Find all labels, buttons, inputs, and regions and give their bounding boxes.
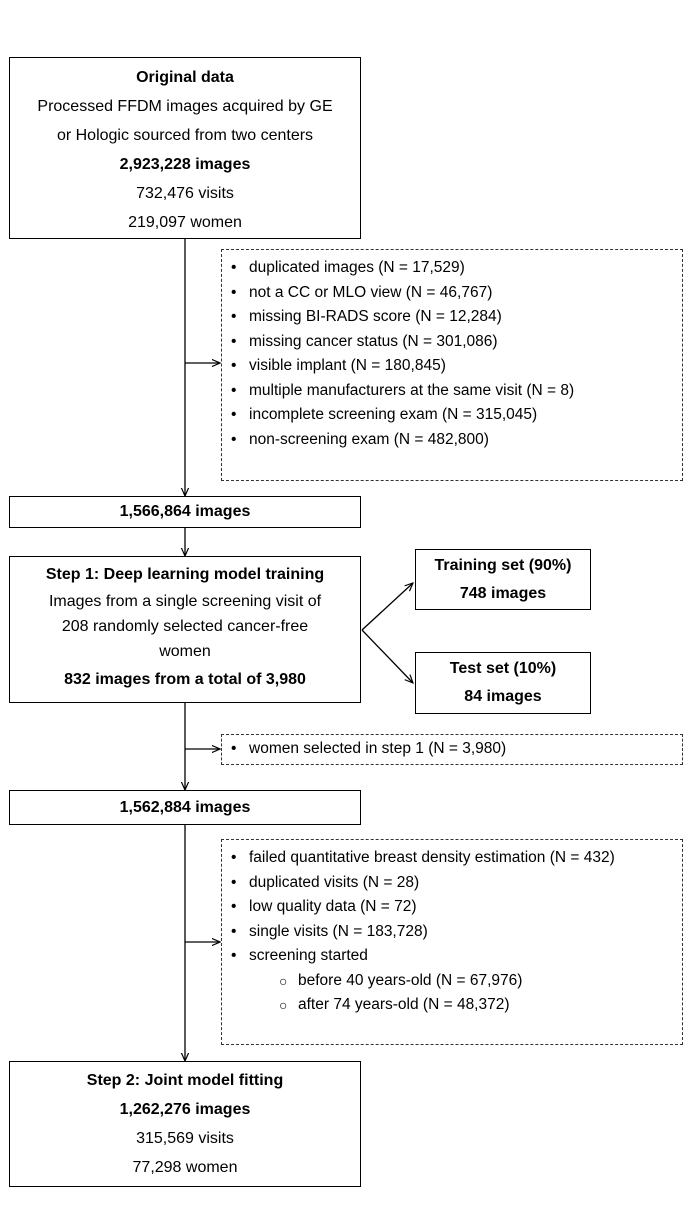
count-after-exclusions-box: 1,566,864 images xyxy=(9,496,361,528)
exclusion-text: incomplete screening exam (N = 315,045) xyxy=(249,406,538,423)
exclusion-subitem: ○ after 74 years-old (N = 48,372) xyxy=(222,993,682,1018)
step1-desc-line3: women xyxy=(159,643,211,660)
step1-desc-line2: 208 randomly selected cancer-free xyxy=(61,618,309,635)
step2-box: Step 2: Joint model fitting 1,262,276 im… xyxy=(9,1061,361,1187)
step2-title: Step 2: Joint model fitting xyxy=(86,1072,284,1089)
exclusion-item: • failed quantitative breast density esti… xyxy=(222,846,682,871)
exclusion-text: single visits (N = 183,728) xyxy=(249,922,428,940)
exclusions-box-1: • duplicated images (N = 17,529) • not a CC… xyxy=(221,249,683,481)
exclusion-text: visible implant (N = 180,845) xyxy=(249,357,446,374)
exclusion-text: low quality data (N = 72) xyxy=(249,898,417,915)
bullet-icon: • xyxy=(231,873,237,891)
exclusion-text: before 40 years-old (N = 67,976) xyxy=(298,971,523,989)
bullet-icon: • xyxy=(231,283,237,301)
exclusion-text: women selected in step 1 (N = 3,980) xyxy=(249,740,507,757)
exclusion-item: • visible implant (N = 180,845) xyxy=(222,354,682,379)
exclusion-item: • screening started xyxy=(222,944,682,969)
bullet-icon: • xyxy=(231,947,237,964)
exclusion-text: missing cancer status (N = 301,086) xyxy=(249,332,498,350)
original-data-title: Original data xyxy=(136,69,234,86)
exclusion-text: missing BI-RADS score (N = 12,284) xyxy=(249,308,502,325)
original-data-desc-line2: or Hologic sourced from two centers xyxy=(56,127,314,144)
original-women-count: 219,097 women xyxy=(128,214,242,231)
exclusion-item: • multiple manufacturers at the same visi… xyxy=(222,379,682,404)
exclusion-text: not a CC or MLO view (N = 46,767) xyxy=(249,283,493,301)
exclusion-item: • missing cancer status (N = 301,086) xyxy=(222,330,682,355)
exclusion-text: duplicated visits (N = 28) xyxy=(249,873,420,891)
count-after-step1-box: 1,562,884 images xyxy=(9,790,361,825)
training-set-title: Training set (90%) xyxy=(434,557,572,574)
count-after-exclusions: 1,566,864 images xyxy=(119,503,251,520)
training-set-images: 748 images xyxy=(459,585,547,602)
bullet-icon: • xyxy=(231,898,237,915)
step1-box: Step 1: Deep learning model training Ima… xyxy=(9,556,361,703)
step2-women: 77,298 women xyxy=(132,1159,238,1176)
bullet-icon: • xyxy=(231,332,237,350)
original-images-count: 2,923,228 images xyxy=(119,156,251,173)
exclusion-text: non-screening exam (N = 482,800) xyxy=(249,430,489,448)
arrow-to-test-set xyxy=(361,629,413,683)
exclusion-item: • not a CC or MLO view (N = 46,767) xyxy=(222,281,682,306)
bullet-icon: • xyxy=(231,259,237,276)
exclusion-text: after 74 years-old (N = 48,372) xyxy=(298,996,510,1013)
bullet-icon: • xyxy=(231,308,237,325)
exclusion-text: duplicated images (N = 17,529) xyxy=(249,259,465,276)
training-set-box: Training set (90%) 748 images xyxy=(415,549,591,610)
exclusions-box-3: • failed quantitative breast density esti… xyxy=(221,839,683,1045)
step2-visits: 315,569 visits xyxy=(136,1130,234,1147)
bullet-icon: • xyxy=(231,430,237,448)
original-visits-count: 732,476 visits xyxy=(136,185,234,202)
bullet-icon: • xyxy=(231,357,237,374)
exclusions-list-1: • duplicated images (N = 17,529) • not a CC… xyxy=(222,256,682,452)
step2-images: 1,262,276 images xyxy=(119,1101,251,1118)
step1-title: Step 1: Deep learning model training xyxy=(45,566,325,583)
bullet-icon: • xyxy=(231,406,237,423)
step1-desc-line1: Images from a single screening visit of xyxy=(48,593,322,610)
circle-bullet-icon: ○ xyxy=(279,997,288,1013)
exclusions-list-2: • women selected in step 1 (N = 3,980) xyxy=(222,737,682,762)
exclusions-box-2: • women selected in step 1 (N = 3,980) xyxy=(221,734,683,765)
bullet-icon: • xyxy=(231,922,237,940)
exclusion-text: failed quantitative breast density estim… xyxy=(249,849,615,866)
exclusion-item: • incomplete screening exam (N = 315,045) xyxy=(222,403,682,428)
exclusion-subitem: ○ before 40 years-old (N = 67,976) xyxy=(222,969,682,994)
count-after-step1: 1,562,884 images xyxy=(119,799,251,816)
exclusion-text: multiple manufacturers at the same visit… xyxy=(249,381,575,399)
exclusion-item: • non-screening exam (N = 482,800) xyxy=(222,428,682,453)
exclusion-item: • low quality data (N = 72) xyxy=(222,895,682,920)
exclusion-text: screening started xyxy=(249,947,368,964)
circle-bullet-icon: ○ xyxy=(279,972,288,989)
step1-images: 832 images from a total of 3,980 xyxy=(64,671,306,688)
exclusion-item: • missing BI-RADS score (N = 12,284) xyxy=(222,305,682,330)
exclusion-item: • duplicated visits (N = 28) xyxy=(222,871,682,896)
original-data-box: Original data Processed FFDM images acqu… xyxy=(9,57,361,239)
exclusion-item: • duplicated images (N = 17,529) xyxy=(222,256,682,281)
bullet-icon: • xyxy=(231,381,237,399)
exclusion-item: • women selected in step 1 (N = 3,980) xyxy=(222,737,682,762)
exclusions-list-3: • failed quantitative breast density esti… xyxy=(222,846,682,1018)
arrow-to-training-set xyxy=(361,583,413,631)
bullet-icon: • xyxy=(231,740,237,757)
test-set-images: 84 images xyxy=(464,688,542,705)
bullet-icon: • xyxy=(231,849,237,866)
test-set-box: Test set (10%) 84 images xyxy=(415,652,591,714)
test-set-title: Test set (10%) xyxy=(449,660,557,677)
exclusion-item: • single visits (N = 183,728) xyxy=(222,920,682,945)
original-data-desc-line1: Processed FFDM images acquired by GE xyxy=(37,98,333,115)
